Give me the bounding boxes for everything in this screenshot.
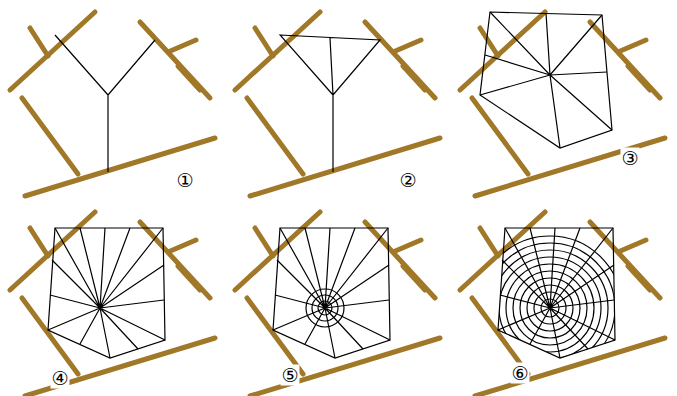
step-number: ⑥ [510,363,529,384]
step-number: ③ [620,148,639,169]
step-number: ⑤ [280,365,299,386]
step-number: ① [175,170,194,191]
step-number: ④ [50,368,69,389]
step-number: ② [398,170,417,191]
